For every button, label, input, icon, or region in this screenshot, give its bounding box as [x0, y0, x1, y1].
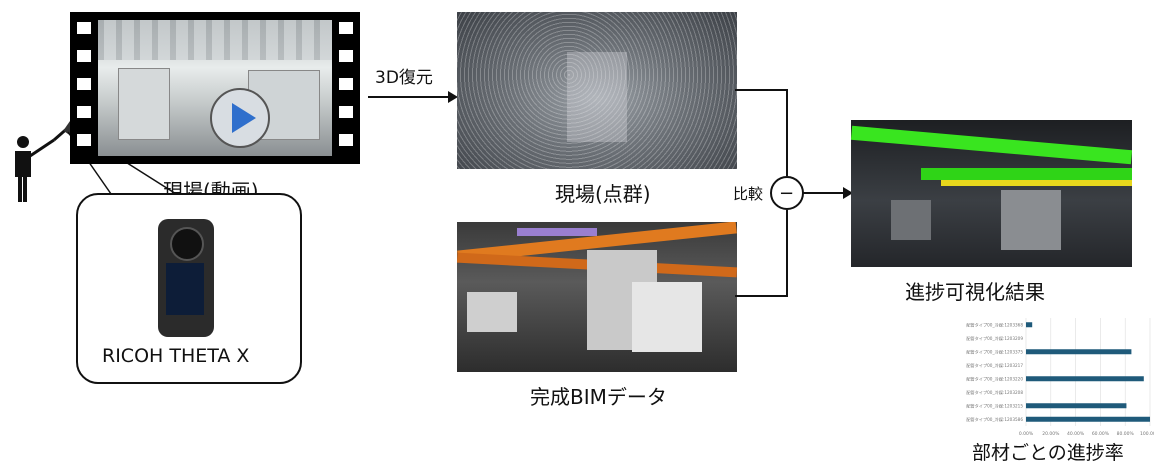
chart-category-label: 配管タイプ00_冷媒:1203220 — [966, 375, 1023, 382]
chart-category-label: 配管タイプ00_冷媒:1203215 — [966, 402, 1023, 409]
chart-bar — [1026, 416, 1150, 422]
video-frame — [98, 20, 332, 156]
bim-image — [457, 222, 737, 372]
chart-x-tick: 0.00% — [1019, 431, 1034, 437]
chart-category-label: 配管タイプ00_冷媒:1203586 — [966, 416, 1023, 423]
minus-symbol: − — [779, 183, 795, 204]
chart-bar — [1026, 322, 1033, 328]
bim-caption: 完成BIMデータ — [530, 385, 667, 409]
chart-x-tick: 100.00% — [1140, 431, 1154, 437]
progress-chart: 0.00% 20.00% 40.00% 60.00% 80.00% 100.00% 配管タイ… — [946, 312, 1157, 440]
result-caption: 進捗可視化結果 — [905, 280, 1045, 304]
play-icon[interactable] — [210, 88, 270, 148]
chart-caption: 部材ごとの進捗率 — [972, 442, 1124, 464]
chart-category-label: 配管タイプ00_冷媒:1203217 — [966, 362, 1023, 369]
compare-label: 比較 — [733, 185, 764, 203]
step-3d-label: 3D復元 — [375, 68, 433, 88]
chart-x-tick: 80.00% — [1117, 431, 1135, 437]
arrow-right-icon — [368, 91, 458, 103]
compare-connector — [735, 89, 853, 297]
video-film-strip — [70, 12, 360, 164]
progress-result-image — [851, 120, 1132, 267]
chart-bar — [1026, 403, 1127, 409]
point-cloud-image — [457, 12, 737, 169]
chart-bar — [1026, 349, 1132, 355]
chart-bar — [1026, 376, 1144, 382]
chart-category-label: 配管タイプ00_冷媒:1203209 — [966, 335, 1023, 342]
chart-x-tick: 40.00% — [1067, 431, 1085, 437]
chart-category-label: 配管タイプ00_冷媒:1203368 — [966, 321, 1023, 328]
camera-callout: RICOH THETA X — [76, 193, 302, 384]
camera-caption: RICOH THETA X — [102, 345, 250, 367]
chart-category-label: 配管タイプ00_冷媒:1203208 — [966, 389, 1023, 396]
pointcloud-caption: 現場(点群) — [555, 182, 651, 206]
chart-x-tick: 20.00% — [1042, 431, 1060, 437]
chart-x-tick: 60.00% — [1092, 431, 1110, 437]
camera-device — [158, 219, 214, 337]
progress-chart-svg: 0.00% 20.00% 40.00% 60.00% 80.00% 100.00% 配管タイ… — [966, 318, 1157, 437]
chart-category-label: 配管タイプ00_冷媒:1203375 — [966, 348, 1023, 355]
